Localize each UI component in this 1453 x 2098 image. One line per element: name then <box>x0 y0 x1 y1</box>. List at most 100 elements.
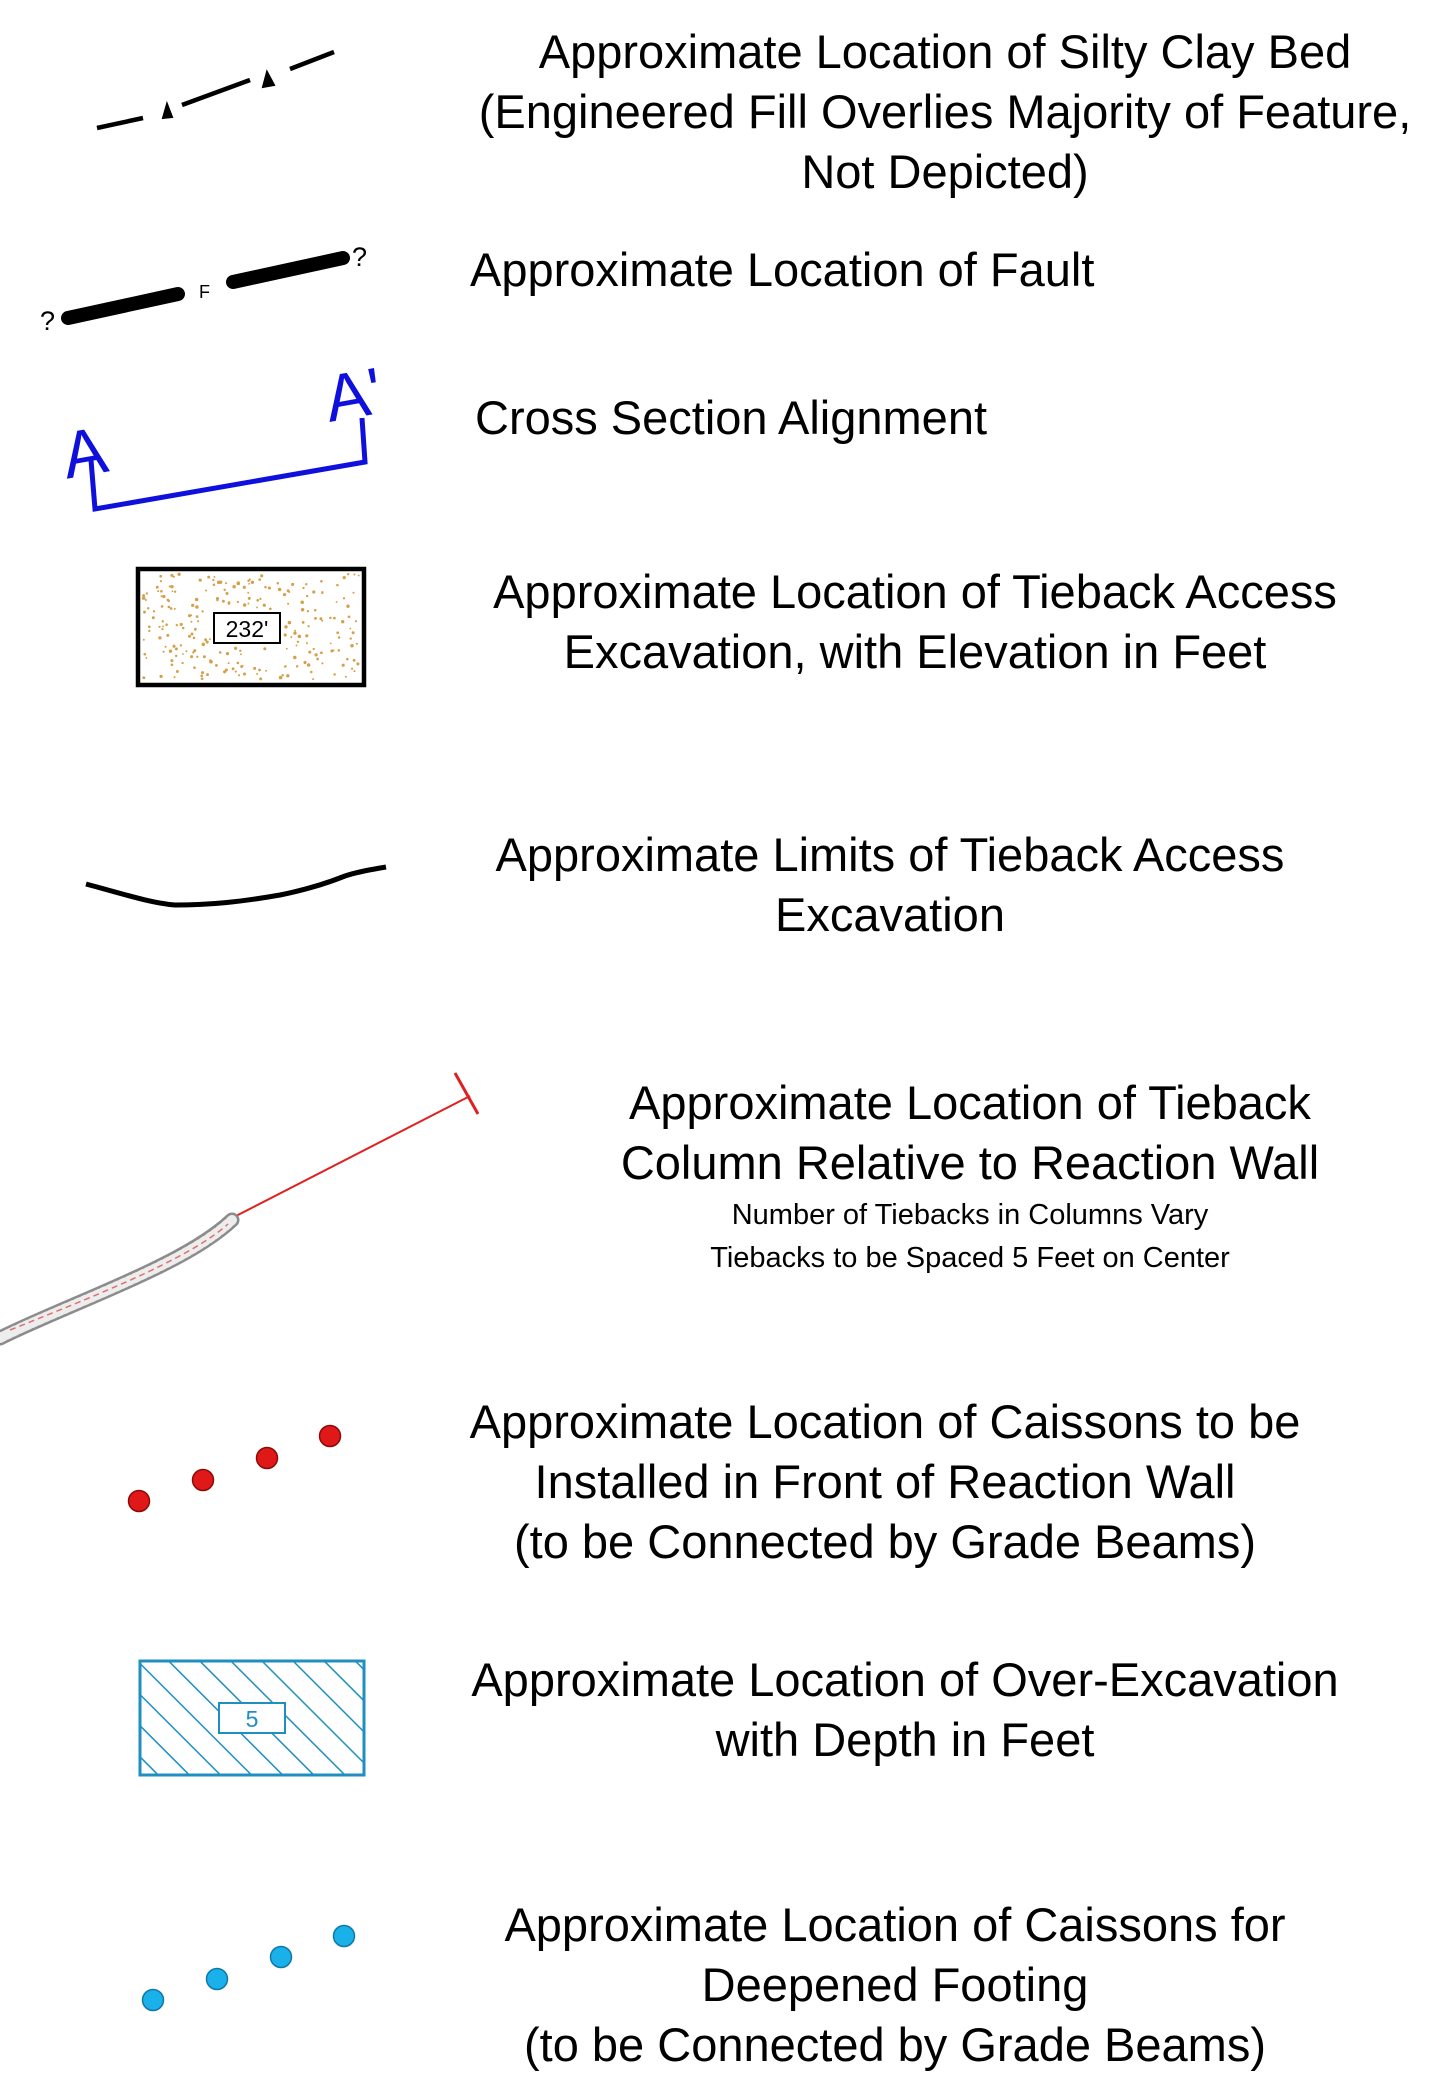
speckle <box>209 660 213 664</box>
speckle <box>312 678 315 681</box>
speckle <box>344 675 347 678</box>
fault-letter: F <box>199 282 210 302</box>
speckle <box>250 580 255 584</box>
speckle <box>175 624 178 627</box>
speckle <box>187 614 192 618</box>
speckle <box>263 647 267 651</box>
speckle <box>264 585 267 589</box>
speckle <box>351 631 355 635</box>
speckle <box>285 647 288 650</box>
speckle <box>290 636 293 639</box>
speckle <box>283 665 287 668</box>
caisson-red-4 <box>318 1424 342 1448</box>
speckle <box>247 596 251 600</box>
speckle <box>172 575 175 578</box>
speckle <box>258 578 262 581</box>
tieback-excavation-symbol: 232' <box>135 566 367 688</box>
speckle <box>202 655 206 659</box>
speckle <box>161 627 164 631</box>
speckle <box>164 645 167 648</box>
speckle <box>321 619 324 622</box>
speckle <box>286 674 290 678</box>
speckle <box>300 608 305 612</box>
speckle <box>306 610 310 613</box>
speckle <box>205 589 208 592</box>
speckle <box>201 610 204 613</box>
speckle <box>145 592 149 595</box>
speckle <box>224 668 228 672</box>
speckle <box>259 677 263 681</box>
speckle <box>146 607 150 610</box>
speckle <box>196 598 199 601</box>
speckle <box>157 590 160 593</box>
cross-section-symbol: A A' <box>56 353 388 512</box>
speckle <box>236 661 240 665</box>
speckle <box>300 600 304 605</box>
caisson-red-1 <box>127 1489 151 1513</box>
speckle <box>216 599 219 602</box>
speckle <box>142 638 145 641</box>
label-line: Not Depicted) <box>801 145 1089 198</box>
speckle <box>347 573 350 576</box>
speckle <box>151 616 155 620</box>
speckle <box>177 572 181 576</box>
speckle <box>308 650 312 654</box>
speckle <box>320 580 323 583</box>
speckle <box>190 614 193 617</box>
speckle <box>352 658 356 662</box>
speckle <box>262 603 266 607</box>
speckle <box>293 631 297 635</box>
speckle <box>320 651 323 655</box>
speckle <box>162 594 166 599</box>
label-silty-clay-bed: Approximate Location of Silty Clay Bed (… <box>445 22 1445 202</box>
speckle <box>305 634 309 638</box>
speckle <box>162 650 165 653</box>
speckle <box>239 653 242 656</box>
speckle <box>188 634 191 638</box>
speckle <box>167 599 171 603</box>
speckle <box>224 582 228 585</box>
speckle <box>291 582 295 586</box>
label-line: Column Relative to Reaction Wall <box>620 1136 1320 1189</box>
cross-section-start-label: A <box>56 412 112 493</box>
caisson-blue-3 <box>269 1945 293 1969</box>
speckle <box>346 657 349 661</box>
speckle <box>231 667 235 671</box>
speckle <box>265 669 268 672</box>
speckle <box>256 673 259 675</box>
speckle <box>173 607 176 610</box>
speckle <box>247 602 250 605</box>
speckle <box>232 584 236 589</box>
speckle <box>141 596 146 600</box>
label-cross-section: Cross Section Alignment <box>475 388 1035 448</box>
excavation-elevation-label: 232' <box>226 616 269 642</box>
speckle <box>356 662 360 666</box>
label-excavation-limits: Approximate Limits of Tieback Access Exc… <box>455 825 1325 945</box>
speckle <box>160 589 163 593</box>
speckle <box>321 662 324 665</box>
speckle <box>305 642 308 645</box>
speckle <box>143 610 146 614</box>
speckle <box>283 633 287 637</box>
speckle <box>307 625 310 628</box>
speckle <box>287 602 290 605</box>
label-line: Approximate Location of Tieback <box>629 1076 1311 1129</box>
speckle <box>333 616 336 620</box>
tieback-column-symbol <box>0 1072 480 1346</box>
speckle <box>259 597 262 601</box>
speckle <box>162 625 164 628</box>
speckle <box>329 642 332 645</box>
speckle <box>350 667 354 670</box>
speckle <box>159 674 163 679</box>
speckle <box>155 585 159 589</box>
speckle <box>239 649 242 652</box>
speckle <box>214 663 218 667</box>
speckle <box>236 600 240 604</box>
speckle <box>357 574 360 577</box>
speckle <box>306 663 311 667</box>
speckle <box>190 632 194 636</box>
speckle <box>196 620 200 623</box>
speckle <box>256 606 258 609</box>
speckle <box>236 581 240 585</box>
